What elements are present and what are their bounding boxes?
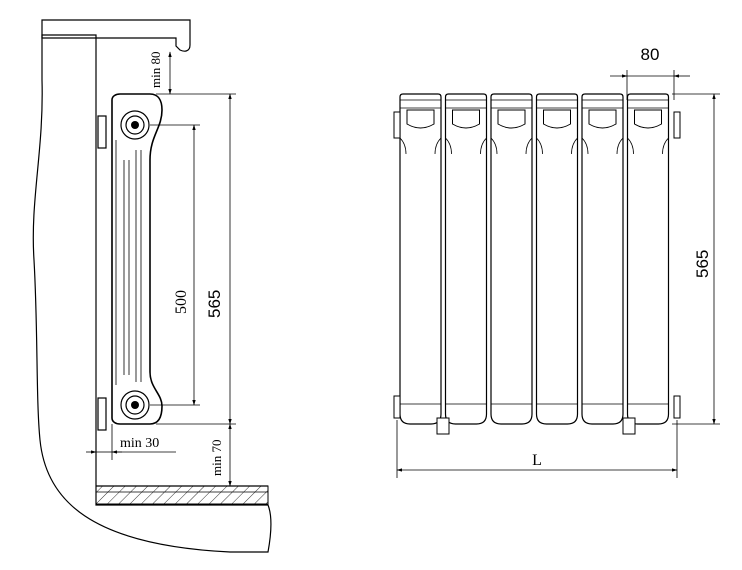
dim-section-width: 80: [610, 45, 690, 100]
radiator-section: [535, 93, 579, 425]
radiator-section: [444, 93, 488, 425]
dim-floor-clearance-label: min 70: [209, 440, 224, 476]
left-end-plug: [393, 111, 401, 139]
right-end-plug: [673, 111, 681, 139]
dim-wall-gap-label: min 30: [120, 436, 159, 451]
front-view: 80 565 L: [393, 45, 720, 478]
side-view: min 80 565 500 min 30 min 70: [32, 19, 272, 553]
dim-section-width-label: 80: [641, 45, 660, 64]
dim-axis-distance-label: 500: [173, 290, 190, 314]
dim-side-height-label: 565: [205, 290, 224, 318]
dim-front-height-label: 565: [693, 250, 712, 278]
dim-length: L: [396, 420, 678, 478]
upper-port: [120, 110, 150, 140]
dim-floor-clearance: min 70: [209, 423, 232, 487]
radiator-section: [399, 93, 442, 425]
lower-bracket: [97, 397, 107, 431]
dim-top-clearance-label: min 80: [148, 52, 163, 88]
dim-wall-gap: min 30: [86, 424, 176, 460]
radiator-section: [581, 93, 624, 425]
floor-screed: [95, 485, 269, 505]
dim-front-height: 565: [672, 93, 720, 425]
radiator-section: [490, 93, 533, 425]
dim-side-height: 565: [156, 93, 236, 425]
window-sill: [41, 19, 191, 52]
radiator-section: [626, 93, 670, 425]
left-foot: [436, 417, 450, 435]
dim-top-clearance: min 80: [148, 51, 172, 95]
wall: [32, 34, 272, 553]
dim-length-label: L: [532, 452, 542, 469]
upper-bracket: [97, 115, 107, 149]
radiator-side-body: [111, 93, 163, 425]
lower-port: [120, 390, 150, 420]
dim-axis-distance: 500: [150, 124, 200, 406]
right-foot: [622, 417, 636, 435]
